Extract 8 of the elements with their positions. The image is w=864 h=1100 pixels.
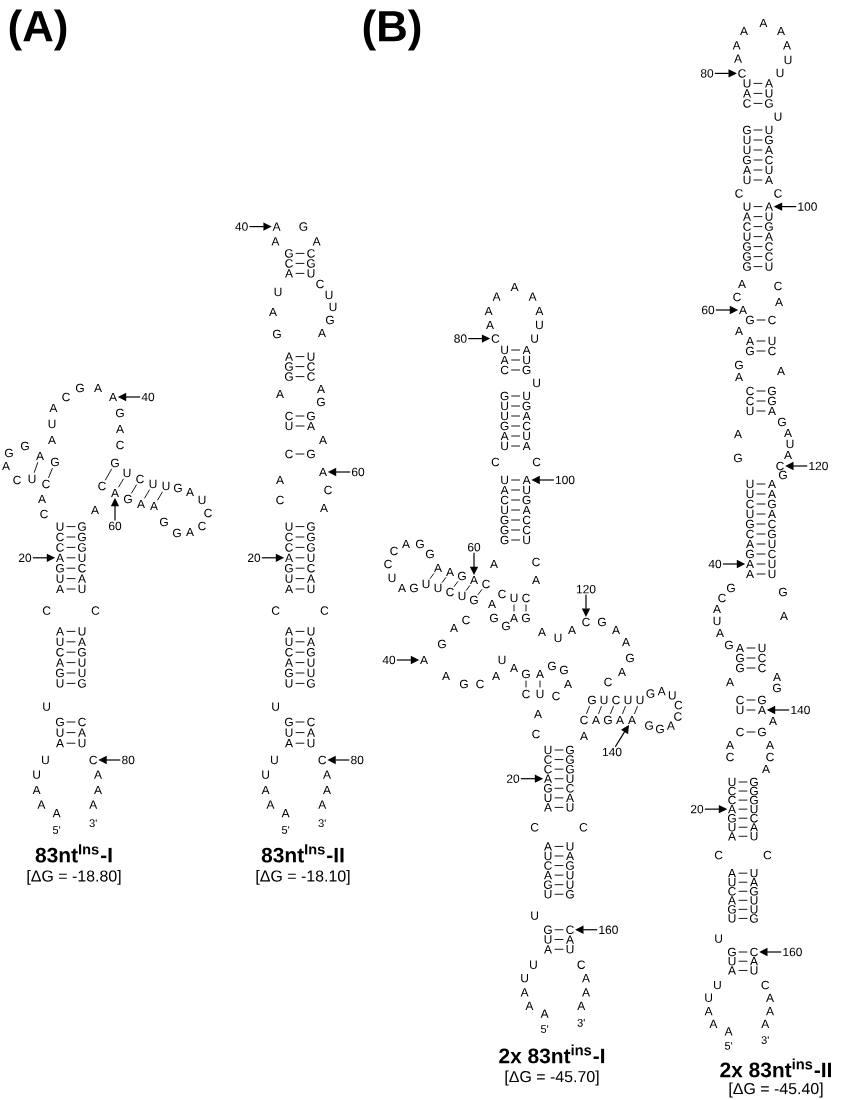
leader-arrow [575,925,598,934]
structure-name: 2x 83nt$^{ins}$-II [720,1058,831,1078]
panel-label: (B) [363,9,421,51]
structure-name: 2x 83nt$^{ins}$-I [499,1044,605,1064]
structure-name: 83nt$^{Ins}$-I [35,844,112,863]
leader-arrow [714,69,737,78]
panel-label: (A) [9,9,67,51]
structure-name: 83nt$^{Ins}$-II [261,844,344,863]
